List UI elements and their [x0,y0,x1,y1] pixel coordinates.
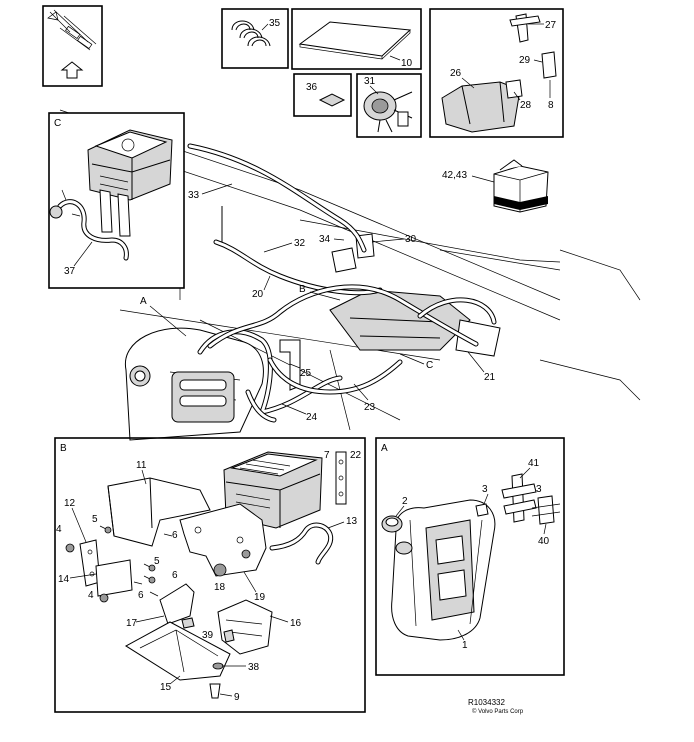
view-c-inset: C 37 [48,112,185,289]
callout-25: 25 [300,368,312,379]
callout-33: 33 [188,190,200,201]
callout-2: 2 [402,496,408,507]
drawing-reference: R1034332 [468,698,505,707]
callout-32: 32 [294,238,306,249]
callout-14: 14 [58,574,70,585]
up-arrow-icon [60,61,84,79]
callout-28: 28 [520,100,532,111]
callout-11: 11 [136,460,147,471]
callout-19: 19 [254,592,266,603]
callout-41: 41 [528,458,540,469]
view-label-a-box: A [381,443,388,454]
view-b-inset: B 7 22 11 19 18 13 [54,437,366,713]
view-label-c-main: C [426,360,433,371]
view-a-inset: A 1 2 3 41 3 40 [375,437,565,676]
copyright-notice: © Volvo Parts Corp [472,708,524,715]
view-label-c-box: C [54,118,61,129]
callout-37: 37 [64,266,76,277]
orientation-inset [42,5,103,87]
callout-1: 1 [462,640,468,651]
callout-35: 35 [269,18,281,29]
callout-42-43: 42,43 [442,170,467,181]
callout-10: 10 [401,58,413,69]
callout-17: 17 [126,618,138,629]
callout-38: 38 [248,662,260,673]
callout-5-b: 5 [154,556,160,567]
callout-16: 16 [290,618,302,629]
callout-30: 30 [405,234,417,245]
callout-27: 27 [545,20,557,31]
callout-24: 24 [306,412,318,423]
callout-36: 36 [306,82,318,93]
callout-9: 9 [234,692,240,703]
callout-4-b: 4 [88,590,94,601]
callout-20: 20 [252,289,264,300]
callout-18: 18 [214,582,226,593]
callout-26: 26 [450,68,462,79]
callout-40: 40 [538,536,550,547]
part-box-42-43: 42,43 [442,159,549,213]
callout-12: 12 [64,498,76,509]
callout-7: 7 [324,450,330,461]
callout-31: 31 [364,76,376,87]
callout-23: 23 [364,402,376,413]
callout-3-a: 3 [482,484,488,495]
callout-4-a: 4 [56,524,62,535]
chassis-main-view [59,109,641,441]
view-label-b-main: B [299,284,306,295]
inset-pad-36: 36 [293,73,352,117]
callout-29: 29 [519,55,531,66]
callout-6-c: 6 [138,590,144,601]
callout-5-a: 5 [92,514,98,525]
inset-pump-31: 31 [356,73,422,138]
callout-6-a: 6 [172,530,178,541]
callout-34: 34 [319,234,331,245]
callout-15: 15 [160,682,172,693]
inset-pad-10: 10 [291,8,422,70]
view-label-a-main: A [140,296,147,307]
view-label-b-box: B [60,443,67,454]
callout-8: 8 [548,100,554,111]
callout-13: 13 [346,516,358,527]
callout-3-b: 3 [536,484,542,495]
callout-21: 21 [484,372,496,383]
inset-clips-35: 35 [221,8,289,69]
callout-6-b: 6 [172,570,178,581]
inset-bracket-26: 27 26 29 28 8 [429,8,564,138]
callout-22: 22 [350,450,362,461]
callout-39: 39 [202,630,214,641]
